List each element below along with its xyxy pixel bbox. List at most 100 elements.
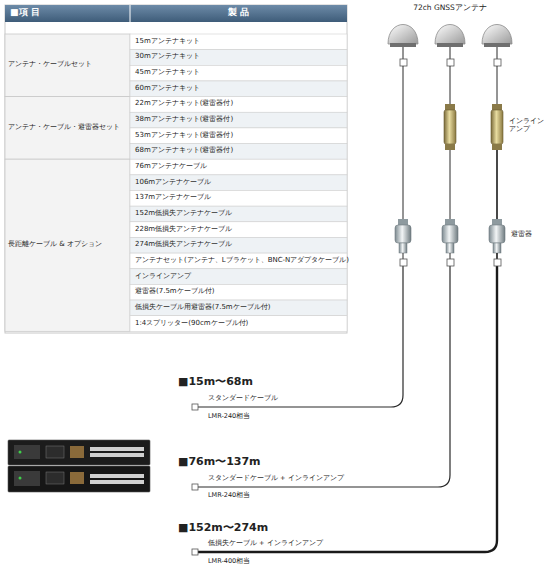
connector-square bbox=[400, 259, 407, 266]
table-row bbox=[130, 175, 347, 191]
section-heading: ■15m〜68m bbox=[178, 375, 338, 388]
product-cell: 137mアンテナケーブル bbox=[135, 193, 345, 201]
table-header bbox=[5, 5, 347, 22]
lightning-arrester bbox=[442, 225, 458, 243]
antenna-lead bbox=[450, 47, 451, 59]
amp-cap bbox=[492, 104, 502, 110]
antenna-lead bbox=[450, 66, 451, 104]
lightning-arrester bbox=[489, 225, 505, 243]
arrester-plug bbox=[399, 243, 407, 253]
group-cell: アンテナ・ケーブル・避雷器セット bbox=[8, 123, 128, 131]
group-cell: アンテナ・ケーブルセット bbox=[8, 60, 128, 68]
table-row bbox=[130, 237, 347, 253]
header-cell: ■項 目 bbox=[10, 7, 125, 18]
table-row bbox=[130, 65, 347, 81]
device-port bbox=[70, 472, 84, 484]
table-row bbox=[130, 269, 347, 285]
product-cell: 15mアンテナキット bbox=[135, 37, 345, 45]
section-heading: ■76m〜137m bbox=[178, 455, 338, 468]
connector-square bbox=[192, 484, 198, 490]
antenna-base bbox=[437, 43, 463, 47]
inline-amp bbox=[444, 110, 456, 144]
antenna-dome bbox=[388, 25, 418, 45]
device-port bbox=[70, 446, 84, 458]
product-cell: 274m低損失アンテナケーブル bbox=[135, 240, 345, 248]
table-row bbox=[130, 144, 347, 160]
group-cell: 長距離ケーブル & オプション bbox=[8, 240, 128, 248]
group-cell-bg bbox=[5, 97, 130, 160]
antenna-dome bbox=[435, 25, 465, 45]
header-divider bbox=[130, 5, 131, 22]
antenna-base bbox=[390, 43, 416, 47]
product-cell: 45mアンテナキット bbox=[135, 68, 345, 76]
connector-square bbox=[192, 549, 198, 555]
cable-spec: LMR-400相当 bbox=[208, 558, 388, 566]
product-cell: 38mアンテナキット(避雷器付) bbox=[135, 115, 345, 123]
product-cell: 低損失ケーブル用避雷器(7.5mケーブル付) bbox=[135, 303, 345, 311]
cable-spec: LMR-240相当 bbox=[208, 492, 388, 500]
table-row bbox=[130, 81, 347, 97]
product-cell: 228m低損失アンテナケーブル bbox=[135, 225, 345, 233]
arrester-nut bbox=[492, 219, 502, 225]
table-row bbox=[130, 128, 347, 144]
group-cell-bg bbox=[5, 34, 130, 97]
table-frame bbox=[5, 5, 347, 333]
arrester-plug bbox=[446, 243, 454, 253]
inline-amp bbox=[491, 110, 503, 144]
table-row bbox=[130, 284, 347, 300]
antenna-lead bbox=[403, 47, 404, 59]
product-cell: 68mアンテナキット(避雷器付) bbox=[135, 146, 345, 154]
product-cell: 152m低損失アンテナケーブル bbox=[135, 209, 345, 217]
section-heading: ■152m〜274m bbox=[178, 521, 338, 534]
receiver-unit bbox=[8, 466, 150, 492]
part-label: インライン アンプ bbox=[509, 117, 549, 134]
device-ports bbox=[90, 447, 144, 451]
antenna-dome bbox=[482, 25, 512, 45]
table-row bbox=[130, 159, 347, 175]
amp-cap bbox=[492, 144, 502, 150]
antenna-lead bbox=[403, 66, 404, 220]
product-cell: 避雷器(7.5mケーブル付) bbox=[135, 287, 345, 295]
part-label: 避雷器 bbox=[511, 230, 547, 238]
device-ports bbox=[90, 453, 144, 457]
table-row bbox=[130, 316, 347, 332]
table-row bbox=[130, 112, 347, 128]
table-row bbox=[130, 191, 347, 207]
connector-square bbox=[447, 59, 454, 66]
cable-label: スタンダードケーブル bbox=[208, 395, 388, 403]
table-row bbox=[130, 206, 347, 222]
device-ports bbox=[90, 474, 144, 478]
cable-label: 低損失ケーブル + インラインアンプ bbox=[208, 540, 478, 548]
device-panel bbox=[14, 445, 40, 459]
table-row bbox=[130, 253, 347, 269]
product-cell: 106mアンテナケーブル bbox=[135, 178, 345, 186]
arrester-lead bbox=[403, 253, 404, 259]
status-led bbox=[19, 451, 22, 454]
device-port bbox=[46, 472, 64, 484]
amp-lead bbox=[496, 150, 498, 220]
product-cell: 22mアンテナキット(避雷器付) bbox=[135, 99, 345, 107]
device-panel bbox=[14, 471, 40, 486]
connector-square bbox=[192, 404, 198, 410]
connector-square bbox=[447, 259, 454, 266]
product-cell: 76mアンテナケーブル bbox=[135, 162, 345, 170]
antenna-lead bbox=[497, 66, 498, 104]
amp-lead bbox=[450, 150, 451, 220]
lightning-arrester bbox=[395, 225, 411, 243]
connector-square bbox=[494, 59, 501, 66]
product-cell: 30mアンテナキット bbox=[135, 52, 345, 60]
product-cell: 60mアンテナキット bbox=[135, 84, 345, 92]
connector-square bbox=[400, 59, 407, 66]
antenna-lead bbox=[497, 47, 498, 59]
antenna-label: 72ch GNSSアンテナ bbox=[395, 3, 505, 12]
device-port bbox=[46, 446, 64, 458]
status-led bbox=[19, 477, 22, 480]
cable-spec: LMR-240相当 bbox=[208, 413, 388, 421]
product-cell: インラインアンプ bbox=[135, 272, 345, 280]
amp-cap bbox=[445, 144, 455, 150]
cable-label: スタンダードケーブル + インラインアンプ bbox=[208, 475, 438, 483]
amp-cap bbox=[445, 104, 455, 110]
arrester-nut bbox=[398, 219, 408, 225]
table-row bbox=[130, 300, 347, 316]
